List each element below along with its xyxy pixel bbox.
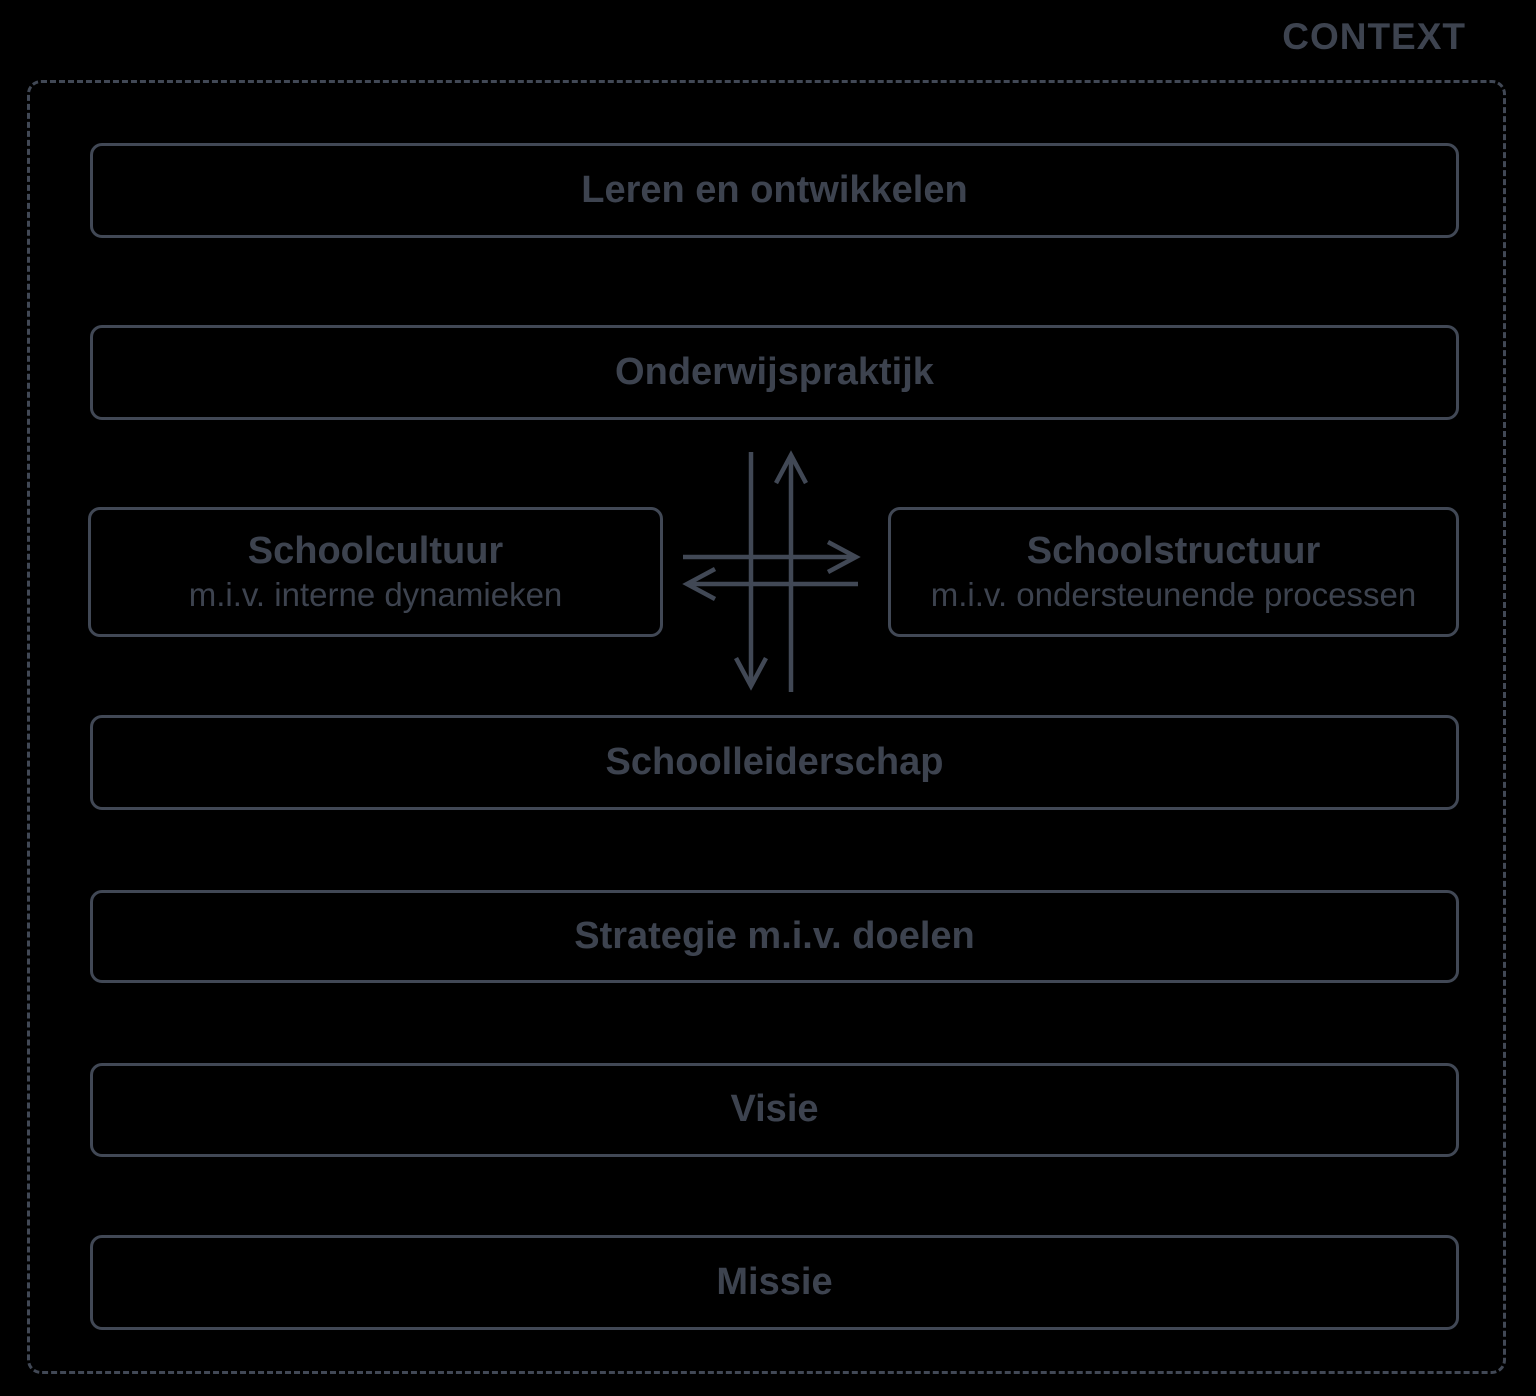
- box-schoolstructuur-subtitle: m.i.v. ondersteunende processen: [930, 576, 1417, 614]
- box-leren-en-ontwikkelen: Leren en ontwikkelen: [90, 143, 1459, 238]
- box-schoolcultuur-title: Schoolcultuur: [247, 529, 504, 572]
- box-missie: Missie: [90, 1235, 1459, 1330]
- box-schoolcultuur: Schoolcultuur m.i.v. interne dynamieken: [88, 507, 663, 637]
- box-strategie: Strategie m.i.v. doelen: [90, 890, 1459, 983]
- box-leren-label: Leren en ontwikkelen: [581, 168, 968, 211]
- box-schoolleiderschap: Schoolleiderschap: [90, 715, 1459, 810]
- box-visie-label: Visie: [730, 1088, 819, 1131]
- box-schoolstructuur: Schoolstructuur m.i.v. ondersteunende pr…: [888, 507, 1459, 637]
- box-onderwijspraktijk: Onderwijspraktijk: [90, 325, 1459, 420]
- box-onderwijspraktijk-label: Onderwijspraktijk: [615, 350, 934, 393]
- context-label: CONTEXT: [1282, 16, 1466, 57]
- box-schoolcultuur-subtitle: m.i.v. interne dynamieken: [188, 576, 563, 614]
- box-visie: Visie: [90, 1063, 1459, 1157]
- context-dashed-frame: [27, 80, 1506, 1374]
- box-schoolstructuur-title: Schoolstructuur: [1026, 529, 1321, 572]
- box-schoolleiderschap-label: Schoolleiderschap: [605, 740, 944, 783]
- box-missie-label: Missie: [716, 1260, 833, 1303]
- box-strategie-label: Strategie m.i.v. doelen: [574, 914, 975, 957]
